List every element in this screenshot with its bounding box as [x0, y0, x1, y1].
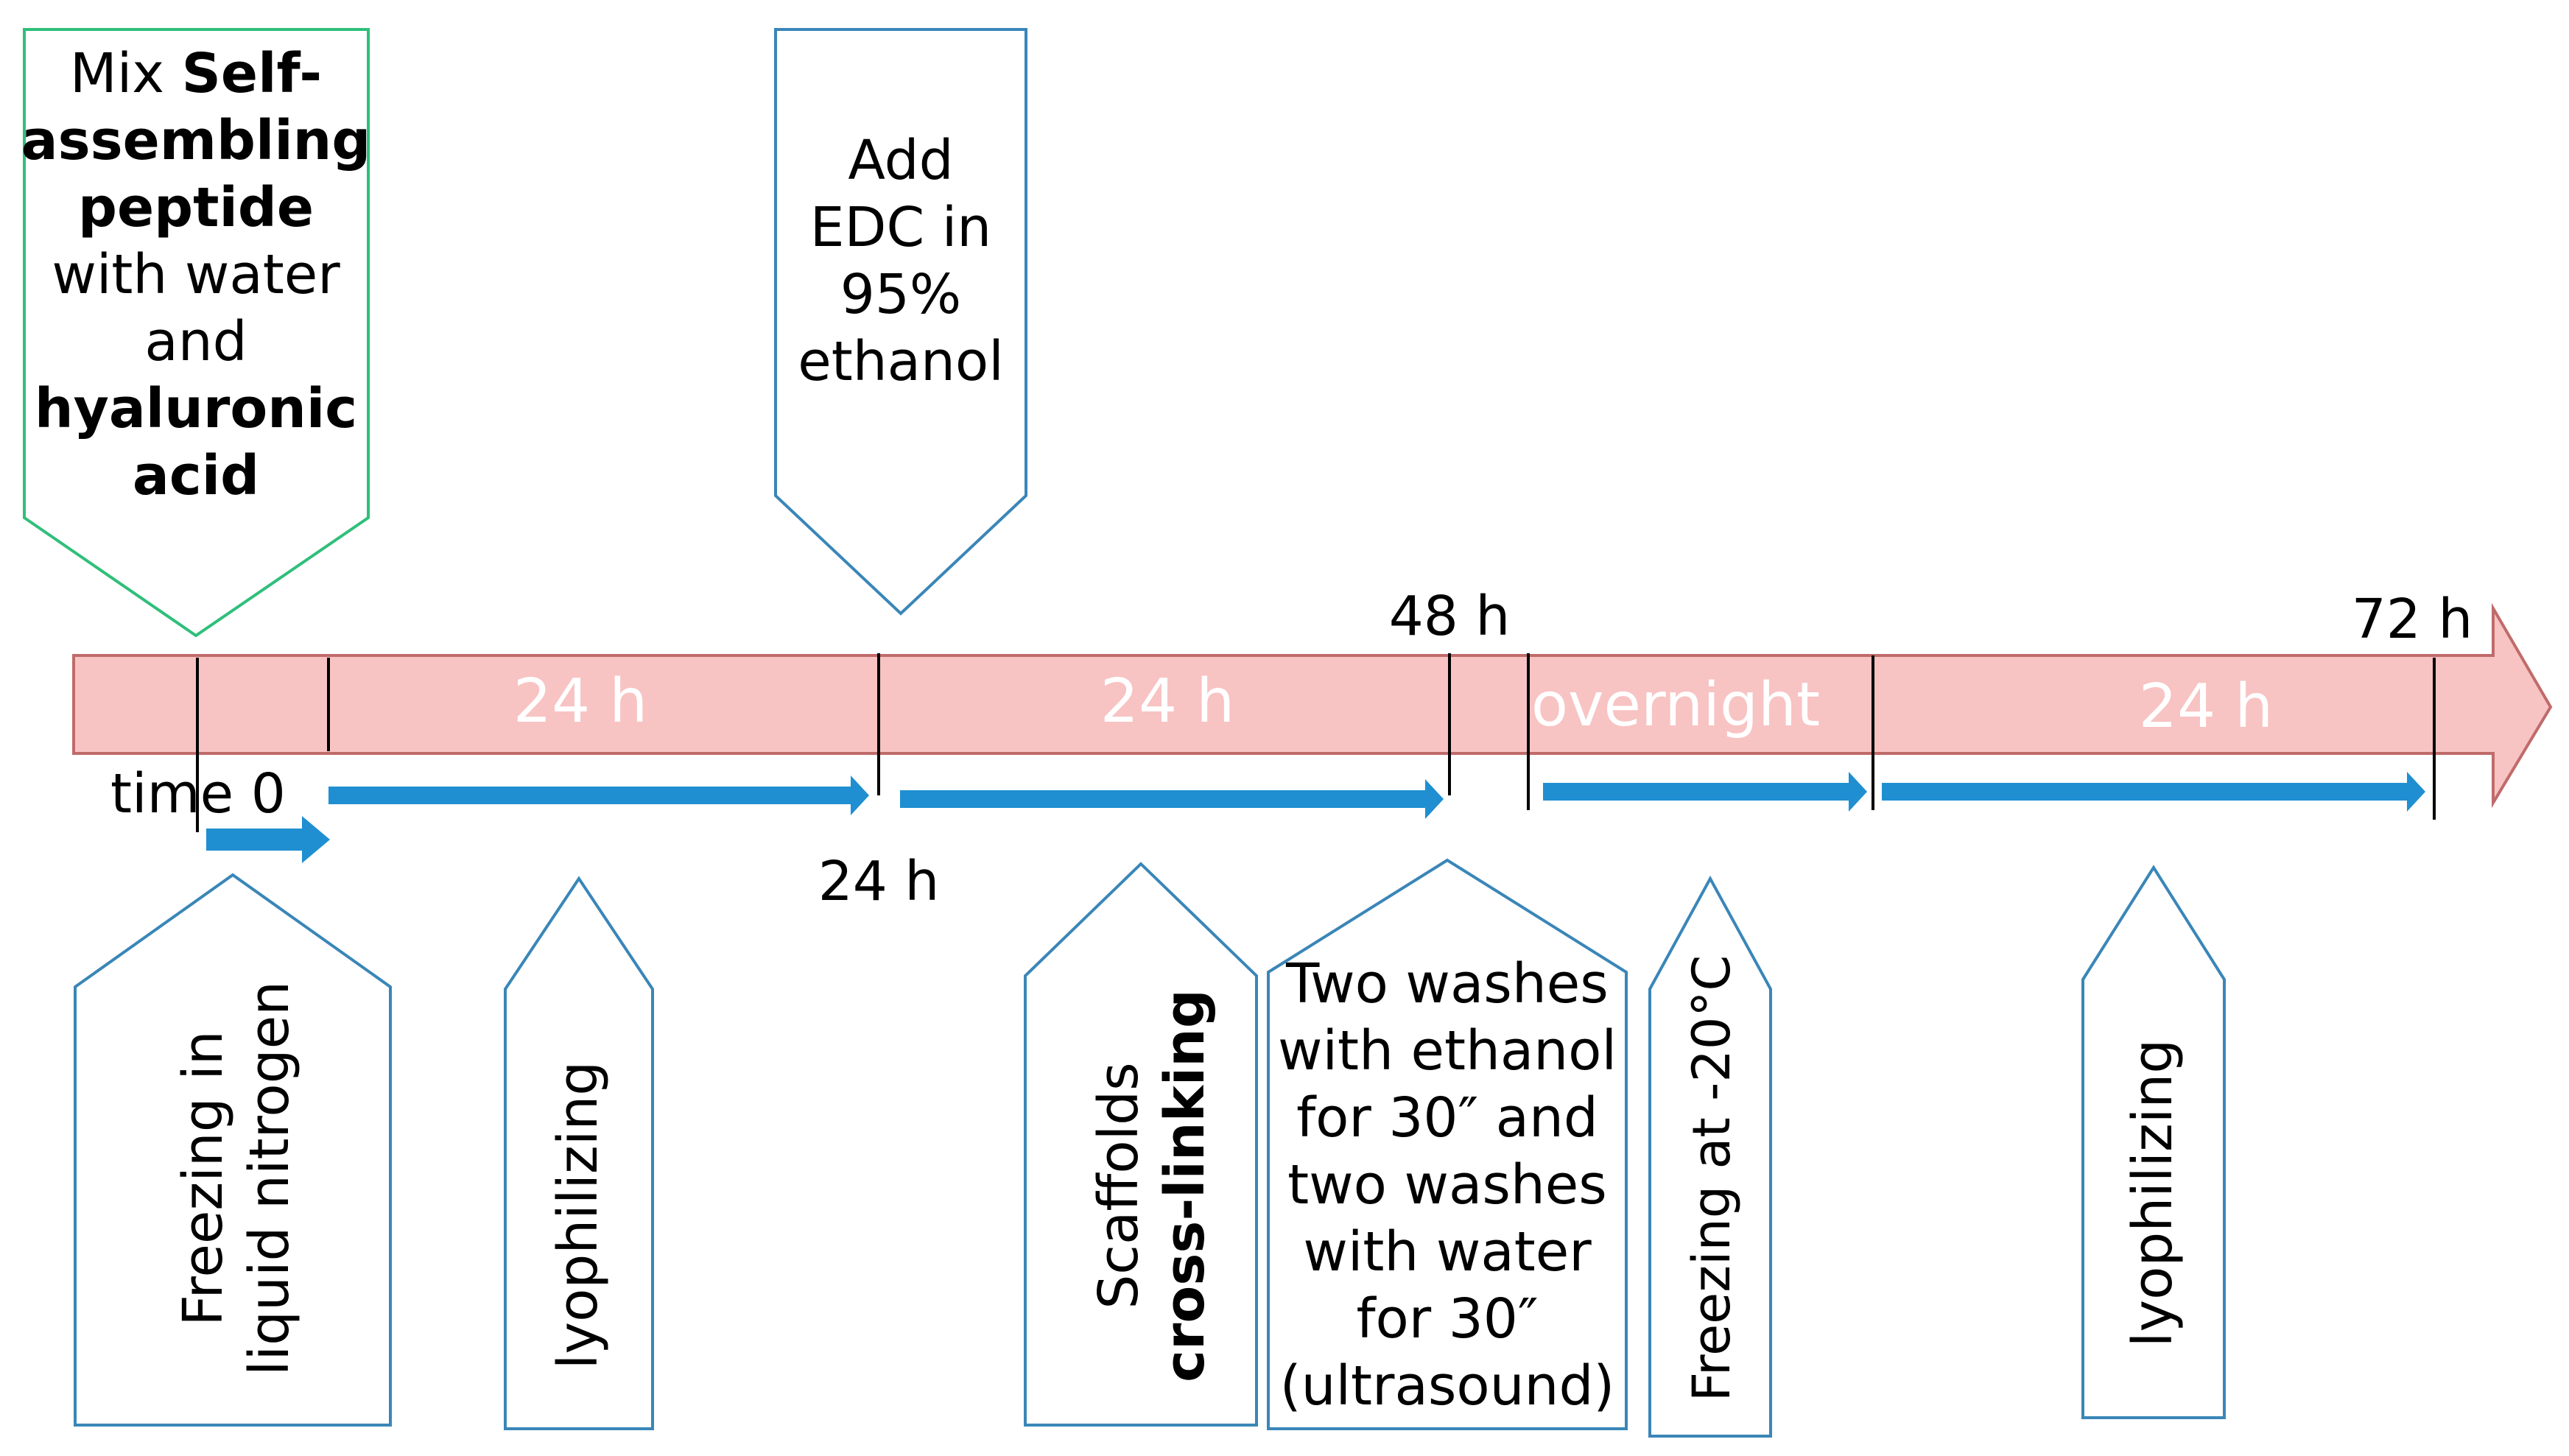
freezing-n2-line1: Freezing in [172, 1030, 235, 1326]
mix-line7: acid [133, 444, 259, 507]
segment-label-2: 24 h [1100, 667, 1234, 736]
step-arrow-crosslinking [900, 779, 1444, 819]
lyophilizing-1-label: lyophilizing [547, 1061, 610, 1369]
mix-line6: hyaluronic [35, 377, 357, 440]
mix-line1-b: Self- [182, 42, 322, 105]
step-arrow-lyophilizing-1 [328, 776, 869, 815]
svg-text:Mix Self-: Mix Self- [70, 42, 322, 105]
callout-edc [774, 28, 1027, 616]
washes-line5: with water [1303, 1220, 1592, 1284]
timeline-bar [72, 602, 2553, 809]
callout-crosslinking-text: Scaffolds cross-linking [1087, 989, 1217, 1382]
callout-edc-text: Add EDC in 95% ethanol [798, 129, 1004, 393]
time-label-24h: 24 h [818, 850, 940, 913]
crosslinking-line2: cross-linking [1153, 989, 1217, 1382]
edc-line2: EDC in [810, 196, 991, 259]
callout-washes [1267, 858, 1628, 1430]
callout-crosslinking [1024, 862, 1258, 1427]
washes-line3: for 30″ and [1296, 1086, 1598, 1150]
time-label-start: time 0 [110, 762, 286, 826]
callout-washes-text: Two washes with ethanol for 30″ and two … [1278, 952, 1617, 1418]
callout-lyophilizing-1 [504, 876, 654, 1430]
mix-line5: and [144, 310, 247, 373]
callout-freezing-20 [1648, 875, 1772, 1438]
mix-line2: assembling [21, 109, 371, 172]
callout-mix [23, 28, 370, 638]
lyophilizing-2-label: lyophilizing [2121, 1039, 2185, 1347]
washes-line6: for 30″ [1356, 1287, 1538, 1351]
washes-line2: with ethanol [1278, 1019, 1617, 1083]
time-label-72h: 72 h [2352, 588, 2473, 651]
mix-line1-a: Mix [70, 42, 182, 105]
segment-label-4: 24 h [2139, 672, 2273, 742]
freezing-n2-line2: liquid nitrogen [238, 981, 301, 1376]
segment-label-1: 24 h [513, 667, 647, 736]
step-arrow-freezing [206, 816, 330, 863]
step-arrow-lyophilizing-2 [1882, 772, 2425, 812]
freezing-20-label: Freezing at -20°C [1681, 955, 1742, 1402]
mix-line4: with water [52, 243, 340, 306]
edc-line4: ethanol [798, 330, 1004, 393]
washes-line4: two washes [1287, 1153, 1607, 1217]
callout-freezing-n2 [74, 873, 392, 1427]
washes-line1: Two washes [1285, 952, 1609, 1016]
crosslinking-line1: Scaffolds [1087, 1062, 1150, 1309]
step-arrow-freezing-20 [1543, 772, 1867, 812]
callout-lyophilizing-2 [2081, 865, 2226, 1419]
time-label-48h: 48 h [1389, 585, 1511, 648]
washes-line7: (ultrasound) [1280, 1354, 1615, 1418]
edc-line1: Add [848, 129, 953, 192]
callout-freezing-n2-text: Freezing in liquid nitrogen [172, 981, 301, 1376]
mix-line3: peptide [78, 176, 314, 239]
edc-line3: 95% [840, 263, 961, 326]
segment-label-3: overnight [1531, 670, 1820, 740]
callout-mix-text: Mix Self- assembling peptide with water … [21, 42, 371, 507]
